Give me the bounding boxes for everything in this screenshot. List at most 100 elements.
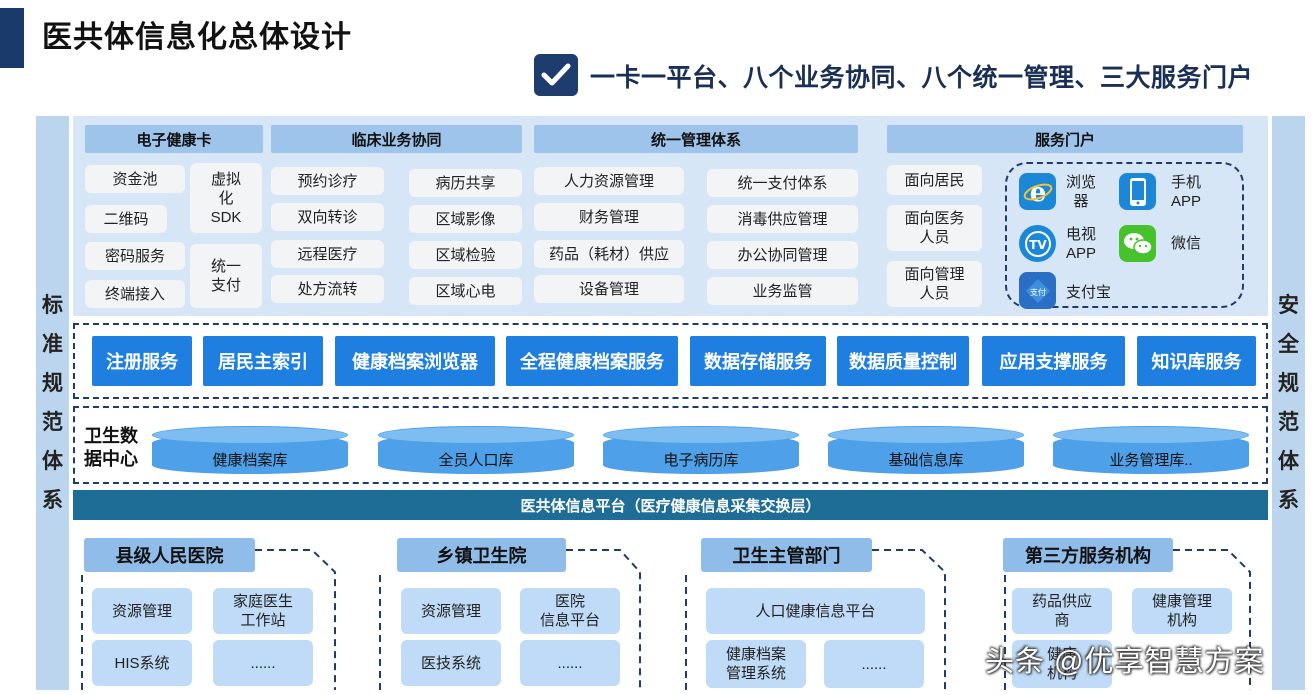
side-left-char: 规 (42, 372, 63, 395)
side-right-char: 范 (1278, 411, 1299, 434)
org-item: 健康管理 机构 (1132, 588, 1232, 634)
org-head-township-center: 乡镇卫生院 (397, 538, 566, 572)
management-item: 业务监管 (707, 277, 858, 305)
mobile-phone-icon (1119, 173, 1156, 210)
org-item: 资源管理 (401, 588, 501, 634)
service-data-storage: 数据存储服务 (690, 336, 826, 386)
tv-icon: TV (1019, 225, 1056, 262)
db-business-management: 业务管理库.. (1053, 426, 1249, 474)
db-label: 全员人口库 (438, 451, 514, 469)
ehc-card-head: 电子健康卡 (85, 125, 263, 153)
portal-head: 服务门户 (887, 125, 1243, 153)
side-right-char: 体 (1278, 450, 1299, 473)
org-head-county-hospital: 县级人民医院 (84, 538, 255, 572)
clinical-head: 临床业务协同 (271, 125, 522, 153)
clinical-item: 远程医疗 (271, 240, 384, 268)
ehc-unified-payment: 统一 支付 (190, 244, 262, 308)
app-label-wechat: 微信 (1171, 235, 1202, 252)
service-application-support: 应用支撑服务 (982, 336, 1125, 386)
management-item: 统一支付体系 (707, 169, 858, 197)
alipay-icon: 支付 (1019, 272, 1056, 309)
clinical-item: 区域心电 (409, 277, 522, 305)
management-item: 设备管理 (534, 275, 684, 303)
org-item: 资源管理 (92, 588, 192, 634)
title-accent-bar (0, 8, 24, 68)
org-item: ...... (213, 640, 313, 686)
org-item: 药品供应 商 (1012, 588, 1112, 634)
ehc-item: 二维码 (85, 205, 167, 233)
services-group (73, 323, 1268, 399)
portal-item-residents: 面向居民 (887, 165, 982, 195)
wechat-icon (1119, 225, 1156, 262)
service-master-patient-index: 居民主索引 (203, 336, 323, 386)
portal-item-managers: 面向管理 人员 (887, 261, 982, 307)
org-item: ...... (824, 640, 924, 688)
page-subtitle: 一卡一平台、八个业务协同、八个统一管理、三大服务门户 (590, 64, 1254, 92)
org-item: 医技系统 (401, 640, 501, 686)
org-head-third-party: 第三方服务机构 (1003, 538, 1173, 572)
org-head-health-authority: 卫生主管部门 (701, 538, 872, 572)
service-registration: 注册服务 (92, 336, 192, 386)
side-right-char: 安 (1278, 294, 1299, 317)
service-full-health-record: 全程健康档案服务 (506, 336, 678, 386)
service-knowledge-base: 知识库服务 (1137, 336, 1256, 386)
app-label-mobile: 手机 APP (1171, 174, 1202, 210)
management-item: 办公协同管理 (707, 241, 858, 269)
data-center-group (73, 406, 1268, 484)
clinical-item: 预约诊疗 (271, 167, 384, 195)
data-center-label: 卫生数 据中心 (84, 426, 138, 469)
clinical-item: 双向转诊 (271, 203, 384, 231)
side-right-char: 全 (1278, 333, 1299, 356)
portal-item-medical-staff: 面向医务 人员 (887, 205, 982, 251)
side-right-char: 系 (1278, 489, 1299, 512)
app-label-tv: 电视 APP (1066, 226, 1097, 262)
management-item: 人力资源管理 (534, 167, 684, 195)
org-item: HIS系统 (92, 640, 192, 686)
db-label: 基础信息库 (888, 451, 964, 469)
db-health-record: 健康档案库 (152, 426, 348, 474)
org-item: ...... (520, 640, 620, 686)
management-item: 财务管理 (534, 203, 684, 231)
db-label: 电子病历库 (663, 451, 739, 469)
side-left-char: 准 (42, 333, 63, 356)
ie-browser-icon: e (1019, 173, 1056, 210)
watermark-text: 头条 @优享智慧方案 (985, 646, 1265, 678)
org-item: 健康 机构 (1012, 640, 1112, 688)
svg-text:TV: TV (1029, 238, 1047, 252)
org-item: 家庭医生 工作站 (213, 588, 313, 634)
ehc-item: 终端接入 (85, 280, 185, 308)
side-left-char: 体 (42, 450, 63, 473)
ehc-sdk: 虚拟 化 SDK (190, 163, 262, 233)
clinical-item: 病历共享 (409, 169, 522, 197)
side-left-char: 系 (42, 489, 63, 512)
app-label-browser: 浏览 器 (1066, 174, 1097, 210)
management-item: 药品（耗材）供应 (534, 240, 684, 268)
org-item: 人口健康信息平台 (706, 588, 925, 634)
portal-apps-group (1005, 162, 1244, 308)
db-label: 健康档案库 (212, 451, 288, 469)
org-item: 健康档案 管理系统 (706, 640, 806, 688)
service-data-quality: 数据质量控制 (837, 336, 969, 386)
side-left-char: 标 (42, 294, 63, 317)
db-basic-info: 基础信息库 (828, 426, 1024, 474)
clinical-item: 区域影像 (409, 205, 522, 233)
side-security-system: 安全规范体系 (1272, 116, 1305, 690)
db-emr: 电子病历库 (603, 426, 799, 474)
app-label-alipay: 支付宝 (1066, 284, 1112, 301)
svg-text:支付: 支付 (1030, 287, 1046, 297)
page-title: 医共体信息化总体设计 (42, 21, 352, 54)
db-label: 业务管理库.. (1109, 451, 1193, 469)
management-head: 统一管理体系 (534, 125, 858, 153)
management-item: 消毒供应管理 (707, 205, 858, 233)
ehc-item: 密码服务 (85, 242, 185, 270)
org-item: 医院 信息平台 (520, 588, 620, 634)
side-standard-system: 标准规范体系 (36, 116, 69, 690)
side-left-char: 范 (42, 411, 63, 434)
clinical-item: 处方流转 (271, 275, 384, 303)
clinical-item: 区域检验 (409, 241, 522, 269)
ehc-item: 资金池 (85, 165, 185, 193)
service-health-record-browser: 健康档案浏览器 (335, 336, 495, 386)
side-right-char: 规 (1278, 372, 1299, 395)
checkmark-icon (534, 54, 578, 96)
